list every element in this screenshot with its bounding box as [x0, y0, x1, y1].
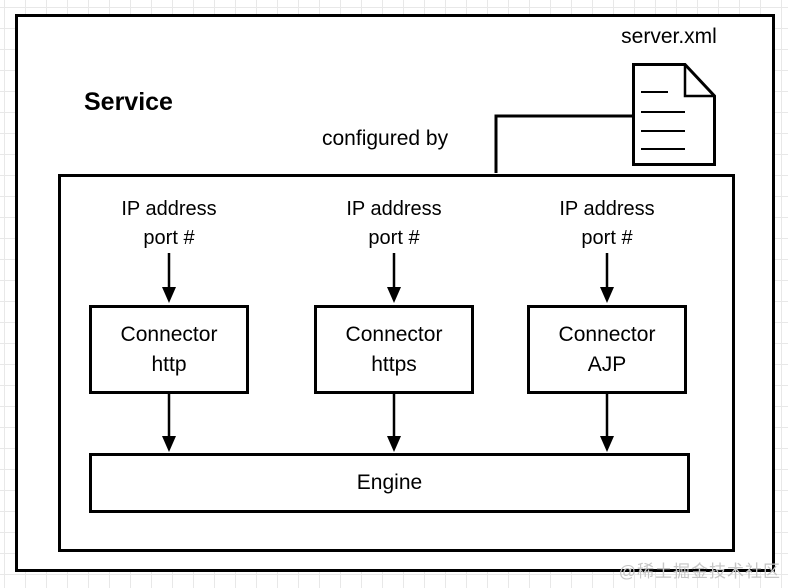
connector-http-box: Connector http — [89, 305, 249, 394]
connector-http-label-line2: http — [151, 352, 187, 376]
port-line: port # — [143, 227, 195, 249]
engine-label: Engine — [356, 471, 423, 494]
port-line: port # — [368, 227, 420, 249]
ip-address-line: IP address — [346, 198, 442, 220]
connector-ajp-label-line2: AJP — [587, 352, 627, 376]
connector-ajp-label-line1: Connector — [558, 322, 656, 346]
ip-address-line: IP address — [121, 198, 217, 220]
connector-https-box: Connector https — [314, 305, 474, 394]
ip-address-line: IP address — [559, 198, 655, 220]
ip-port-label-http: IP address port # — [79, 195, 259, 253]
connector-ajp-box: Connector AJP — [527, 305, 687, 394]
ip-port-label-https: IP address port # — [304, 195, 484, 253]
connector-http-label-line1: Connector — [120, 322, 218, 346]
connector-https-label-line1: Connector — [345, 322, 443, 346]
watermark-text: @稀土掘金技术社区 — [618, 562, 781, 581]
ip-port-label-ajp: IP address port # — [517, 195, 697, 253]
engine-box: Engine — [89, 453, 690, 513]
configured-by-label: configured by — [322, 127, 449, 150]
connector-https-label-line2: https — [371, 352, 417, 376]
port-line: port # — [581, 227, 633, 249]
service-title: Service — [84, 88, 173, 116]
server-xml-label: server.xml — [621, 25, 717, 48]
